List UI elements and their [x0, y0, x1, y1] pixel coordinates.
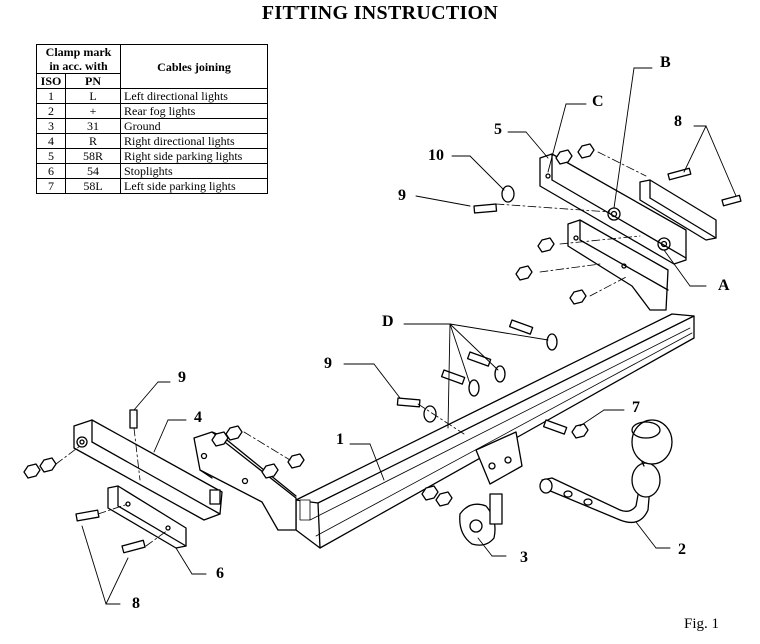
table-row: 2+Rear fog lights	[36, 103, 268, 119]
cell-desc: Right directional lights	[120, 133, 268, 149]
label-1: 1	[336, 431, 344, 448]
page-title: FITTING INSTRUCTION	[261, 2, 499, 24]
cell-iso: 7	[36, 178, 66, 194]
label-6: 6	[216, 565, 224, 582]
label-3: 3	[520, 549, 528, 566]
ball-mount	[539, 419, 673, 524]
cell-pn: 58R	[65, 148, 121, 164]
label-8-bottom: 8	[132, 595, 140, 612]
figure-caption: Fig. 1	[684, 616, 720, 632]
label-d: D	[382, 313, 394, 330]
label-9-left: 9	[178, 369, 186, 386]
left-bracket	[193, 431, 297, 531]
cell-desc: Rear fog lights	[120, 103, 268, 119]
label-c: C	[592, 93, 604, 110]
center-mount-bracket	[475, 431, 523, 485]
fastener-set	[23, 143, 742, 554]
socket-plate	[459, 493, 503, 546]
label-2: 2	[678, 541, 686, 558]
label-5: 5	[494, 121, 502, 138]
label-8-top: 8	[674, 113, 682, 130]
label-9-top: 9	[398, 187, 406, 204]
leader-lines	[81, 67, 737, 605]
right-counter-plate	[639, 179, 717, 241]
cell-desc: Right side parking lights	[120, 148, 268, 164]
label-a: A	[718, 277, 730, 294]
assembly-guide-lines	[55, 151, 647, 547]
part-labels: B C 5 10 9 8 A D 9 9 4 1 7 2 3 6 8	[132, 54, 730, 612]
cell-desc: Left side parking lights	[120, 178, 268, 194]
label-4: 4	[194, 409, 202, 426]
left-mounting-bar	[73, 419, 223, 521]
label-b: B	[660, 54, 671, 71]
label-7: 7	[632, 399, 640, 416]
right-bracket	[567, 219, 669, 311]
label-10: 10	[428, 147, 444, 164]
label-9-mid: 9	[324, 355, 332, 372]
header-pn: PN	[65, 73, 121, 89]
